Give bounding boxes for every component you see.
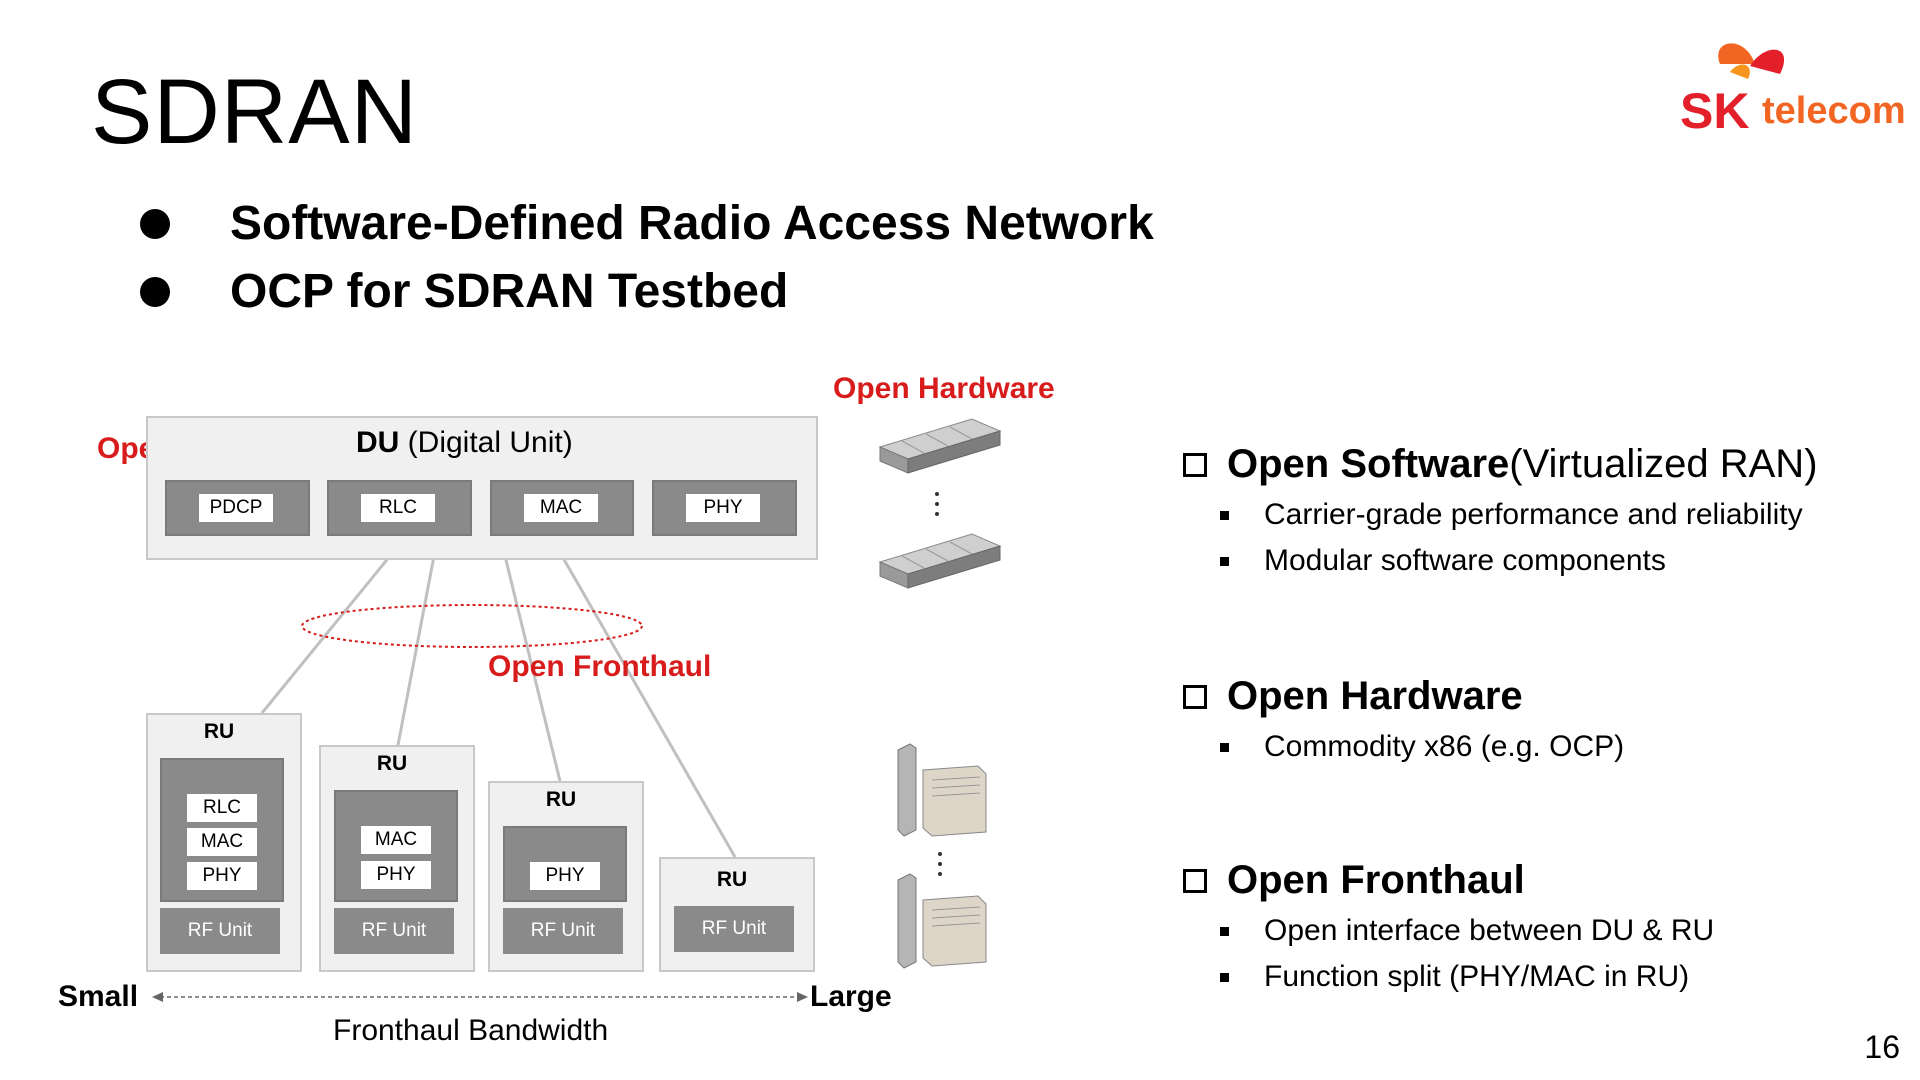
ru-4-label: RU	[716, 868, 748, 891]
fronthaul-ellipse	[301, 604, 643, 648]
page-number: 16	[1864, 1029, 1900, 1065]
right-item: Carrier-grade performance and reliabilit…	[1220, 498, 1803, 532]
right-item: Modular software components	[1220, 544, 1666, 578]
checkbox-square-icon	[1183, 868, 1207, 893]
ru-3-rf-unit: RF Unit	[503, 908, 623, 954]
ru-2-label: RU	[376, 752, 408, 775]
square-bullet-icon	[1220, 972, 1229, 982]
ru-2-rf-unit: RF Unit	[334, 908, 454, 954]
axis-small-label: Small	[58, 980, 139, 1013]
ru-2-chip-phy: PHY	[361, 861, 431, 889]
right-heading-software: Open Software (Virtualized RAN)	[1183, 442, 1818, 487]
bullet-2: OCP for SDRAN Testbed	[140, 264, 788, 319]
chip-phy: PHY	[686, 494, 760, 522]
ru-1-chip-mac: MAC	[187, 828, 257, 856]
ru-4-rf-unit: RF Unit	[674, 906, 794, 952]
ru-3-label: RU	[545, 788, 577, 811]
sk-telecom-logo: SK telecom	[1680, 34, 1906, 139]
bullet-dot-icon	[140, 276, 170, 307]
bullet-1-text: Software-Defined Radio Access Network	[230, 197, 1154, 250]
butterfly-icon	[1718, 43, 1785, 79]
ru-1-chip-rlc: RLC	[187, 794, 257, 822]
slide-title: SDRAN	[91, 61, 419, 163]
server-rack-icon	[878, 418, 1002, 589]
axis-large-label: Large	[810, 980, 892, 1013]
chip-mac: MAC	[524, 494, 598, 522]
ru-1-chip-phy: PHY	[187, 862, 257, 890]
radio-unit-icon	[897, 743, 987, 969]
square-bullet-icon	[1220, 510, 1229, 520]
axis-caption: Fronthaul Bandwidth	[333, 1014, 609, 1047]
open-fronthaul-label: Open Fronthaul	[488, 650, 712, 683]
ru-2-chip-mac: MAC	[361, 826, 431, 854]
right-item: Commodity x86 (e.g. OCP)	[1220, 730, 1624, 764]
open-hardware-label: Open Hardware	[833, 372, 1055, 405]
ru-2-stack: MAC PHY	[334, 790, 458, 902]
du-block-phy: PHY	[652, 480, 797, 536]
chip-rlc: RLC	[361, 494, 435, 522]
du-label: DU (Digital Unit)	[356, 426, 573, 459]
ru-1-stack: RLC MAC PHY	[160, 758, 284, 902]
ru-1-label: RU	[203, 720, 235, 743]
square-bullet-icon	[1220, 926, 1229, 936]
ru-3-chip-phy: PHY	[530, 862, 600, 890]
logo-sk-text: SK	[1680, 83, 1750, 139]
bullet-2-text: OCP for SDRAN Testbed	[230, 265, 789, 318]
checkbox-square-icon	[1183, 452, 1207, 477]
right-heading-hardware: Open Hardware	[1183, 674, 1523, 719]
right-item: Function split (PHY/MAC in RU)	[1220, 960, 1689, 994]
du-block-pdcp: PDCP	[165, 480, 310, 536]
right-heading-fronthaul: Open Fronthaul	[1183, 858, 1525, 903]
right-item: Open interface between DU & RU	[1220, 914, 1714, 948]
square-bullet-icon	[1220, 742, 1229, 752]
square-bullet-icon	[1220, 556, 1229, 566]
bullet-dot-icon	[140, 208, 170, 239]
ru-1-rf-unit: RF Unit	[160, 908, 280, 954]
du-block-mac: MAC	[490, 480, 634, 536]
logo-telecom-text: telecom	[1762, 90, 1906, 132]
checkbox-square-icon	[1183, 684, 1207, 709]
ru-3-stack: PHY	[503, 826, 627, 902]
bullet-1: Software-Defined Radio Access Network	[140, 196, 1154, 251]
du-block-rlc: RLC	[327, 480, 472, 536]
chip-pdcp: PDCP	[199, 494, 273, 522]
